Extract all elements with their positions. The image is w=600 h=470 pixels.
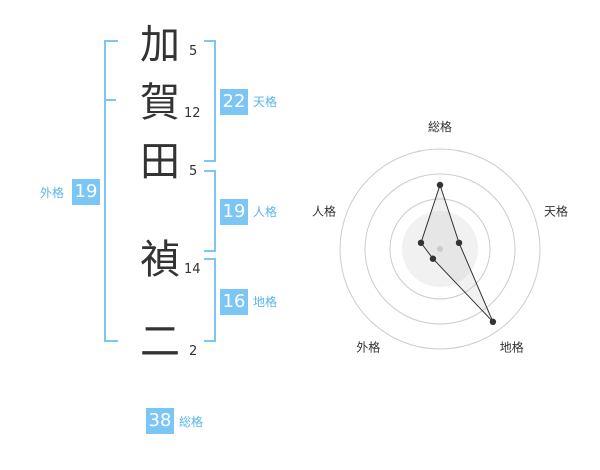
radar-center-dot <box>437 246 443 252</box>
jinkaku-bracket <box>204 170 216 252</box>
radar-axis-label-5: 人格 <box>312 203 336 218</box>
name-char-5: 二 <box>140 319 180 365</box>
radar-grid-ring <box>364 173 516 325</box>
gaikaku-label: 外格 <box>40 186 65 200</box>
tenkaku-label: 天格 <box>253 95 278 109</box>
gaikaku-bracket-tick <box>104 99 116 101</box>
radar-axis-label-1: 総格 <box>428 119 452 134</box>
gaikaku-bracket <box>104 40 118 342</box>
stroke-count-4: 14 <box>184 262 201 277</box>
gaikaku-value-box: 19 <box>72 179 100 205</box>
name-char-1: 加 <box>140 22 180 68</box>
radar-grid-ring <box>389 198 491 300</box>
chikaku-value-box: 16 <box>220 289 248 315</box>
jinkaku-label: 人格 <box>253 205 278 219</box>
stroke-count-3: 5 <box>189 164 198 179</box>
radar-series-polygon <box>420 183 494 323</box>
tenkaku-bracket <box>204 40 216 162</box>
radar-point-3 <box>489 318 497 326</box>
name-char-4: 禎 <box>140 237 180 283</box>
tenkaku-value-box: 22 <box>220 89 248 115</box>
radar-point-4 <box>429 255 437 262</box>
stroke-count-1: 5 <box>189 44 198 59</box>
soukaku-label: 総格 <box>179 415 204 429</box>
jinkaku-value-box: 19 <box>220 199 248 225</box>
radar-point-1 <box>436 181 444 189</box>
chikaku-label: 地格 <box>253 295 278 309</box>
name-char-3: 田 <box>140 139 180 185</box>
radar-point-2 <box>455 239 463 247</box>
radar-point-5 <box>417 239 425 247</box>
radar-grid-ring <box>339 148 541 350</box>
name-char-2: 賀 <box>140 80 180 126</box>
soukaku-value-box: 38 <box>146 408 174 434</box>
stroke-count-2: 12 <box>184 106 201 121</box>
radar-axis-label-3: 地格 <box>500 340 524 355</box>
stroke-count-5: 2 <box>189 344 198 359</box>
radar-axis-label-2: 天格 <box>544 203 568 218</box>
radar-axis-label-4: 外格 <box>356 340 380 355</box>
chikaku-bracket <box>204 258 216 342</box>
